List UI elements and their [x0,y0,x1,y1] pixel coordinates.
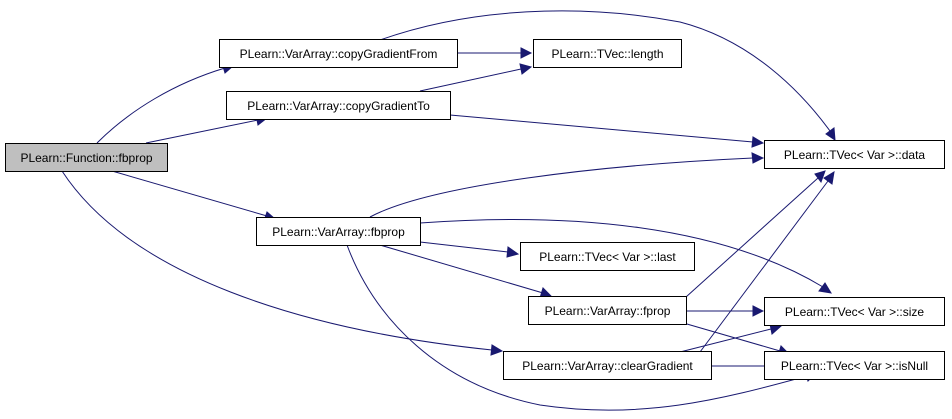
node-label: PLearn::TVec< Var >::size [785,305,925,319]
node-vararray-fbprop[interactable]: PLearn::VarArray::fbprop [256,217,421,246]
edge-fprop-to-size [686,305,765,317]
edge-fbprop-to-size [419,218,832,294]
node-label: PLearn::VarArray::copyGradientFrom [240,47,438,61]
edges [61,10,836,411]
node-label: PLearn::VarArray::copyGradientTo [247,99,430,113]
edge-copy-gradient-from-to-data [379,10,836,141]
node-label: PLearn::TVec< Var >::isNull [781,359,928,373]
edge-root-to-fbprop [111,170,277,222]
node-copy-gradient-to[interactable]: PLearn::VarArray::copyGradientTo [226,91,451,120]
edge-root-to-clear-gradient [61,170,504,356]
edge-copy-gradient-to-to-length [419,63,533,92]
edge-copy-gradient-from-to-length [457,47,533,59]
node-label: PLearn::TVec< Var >::data [784,148,926,162]
node-tvec-isnull[interactable]: PLearn::TVec< Var >::isNull [764,351,945,380]
node-function-fbprop[interactable]: PLearn::Function::fbprop [5,143,168,172]
node-label: PLearn::VarArray::fbprop [272,225,405,239]
edge-fbprop-to-last [419,241,520,258]
node-clear-gradient[interactable]: PLearn::VarArray::clearGradient [503,351,712,380]
node-label: PLearn::Function::fbprop [20,151,152,165]
node-label: PLearn::TVec::length [551,47,663,61]
node-tvec-length[interactable]: PLearn::TVec::length [533,39,682,68]
node-tvec-last[interactable]: PLearn::TVec< Var >::last [520,242,695,271]
edge-fbprop-to-fprop [379,244,553,299]
node-copy-gradient-from[interactable]: PLearn::VarArray::copyGradientFrom [219,39,458,68]
edge-clear-gradient-to-size [679,323,783,353]
node-vararray-fprop[interactable]: PLearn::VarArray::fprop [528,296,687,325]
edge-copy-gradient-to-to-data [449,114,765,148]
nodes: PLearn::Function::fbprop PLearn::VarArra… [5,39,945,380]
node-tvec-data[interactable]: PLearn::TVec< Var >::data [764,140,945,169]
edge-root-to-copy-gradient-from [96,62,235,144]
edge-fprop-to-data [685,170,826,298]
node-label: PLearn::TVec< Var >::last [539,250,676,264]
edge-clear-gradient-to-data [699,171,835,353]
node-label: PLearn::VarArray::clearGradient [522,359,693,373]
node-tvec-size[interactable]: PLearn::TVec< Var >::size [764,297,945,326]
edge-fbprop-to-data [369,152,765,218]
node-label: PLearn::VarArray::fprop [545,304,671,318]
